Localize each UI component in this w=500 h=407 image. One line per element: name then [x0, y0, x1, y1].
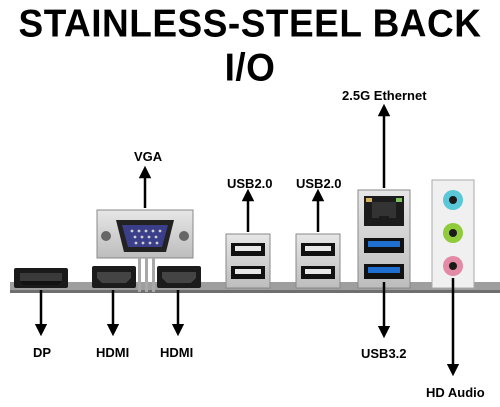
- hdmi-port-left: [92, 266, 136, 288]
- ethernet-usb3-stack: [357, 189, 411, 289]
- label-ethernet: 2.5G Ethernet: [342, 88, 427, 103]
- dp-port: [14, 268, 68, 288]
- label-usb2-left: USB2.0: [227, 176, 273, 191]
- heatsink-fins: [138, 258, 155, 292]
- usb2-stack-left: [225, 233, 271, 289]
- label-hdmi-right: HDMI: [160, 345, 194, 360]
- diagram-title: STAINLESS-STEEL BACK I/O: [18, 1, 482, 90]
- back-plate-edge: [10, 290, 500, 293]
- vga-port: [96, 209, 194, 259]
- label-hdmi-left: HDMI: [96, 345, 130, 360]
- label-dp: DP: [33, 345, 52, 360]
- label-usb3: USB3.2: [361, 346, 407, 361]
- hd-audio-jacks: [431, 179, 475, 289]
- usb2-stack-right: [295, 233, 341, 289]
- hdmi-port-right: [157, 266, 201, 288]
- label-hd-audio: HD Audio: [426, 385, 485, 400]
- label-usb2-right: USB2.0: [296, 176, 342, 191]
- label-vga: VGA: [134, 149, 163, 164]
